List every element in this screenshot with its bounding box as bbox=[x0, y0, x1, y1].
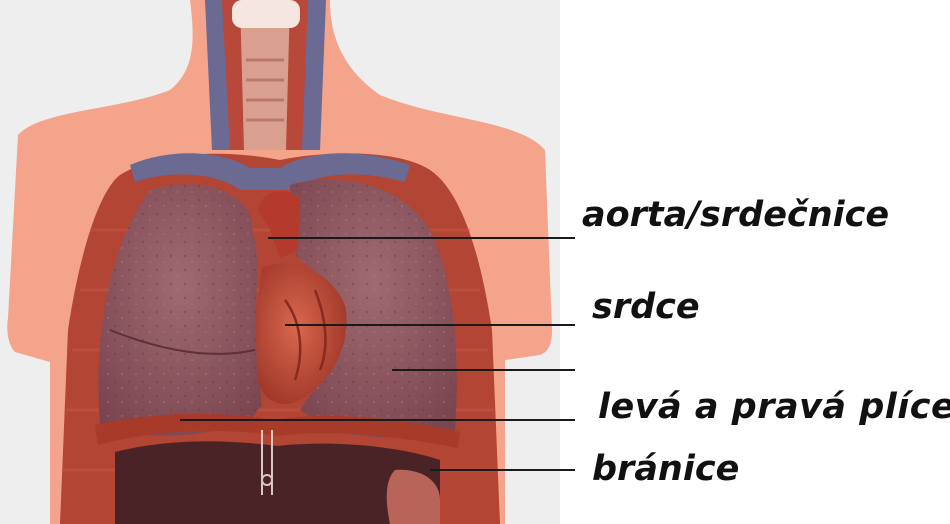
label-lungs: levá a pravá plíce bbox=[598, 390, 950, 425]
label-aorta: aorta/srdečnice bbox=[582, 198, 889, 233]
label-diaphragm: bránice bbox=[592, 452, 739, 487]
larynx bbox=[232, 0, 300, 28]
label-heart: srdce bbox=[592, 290, 700, 325]
